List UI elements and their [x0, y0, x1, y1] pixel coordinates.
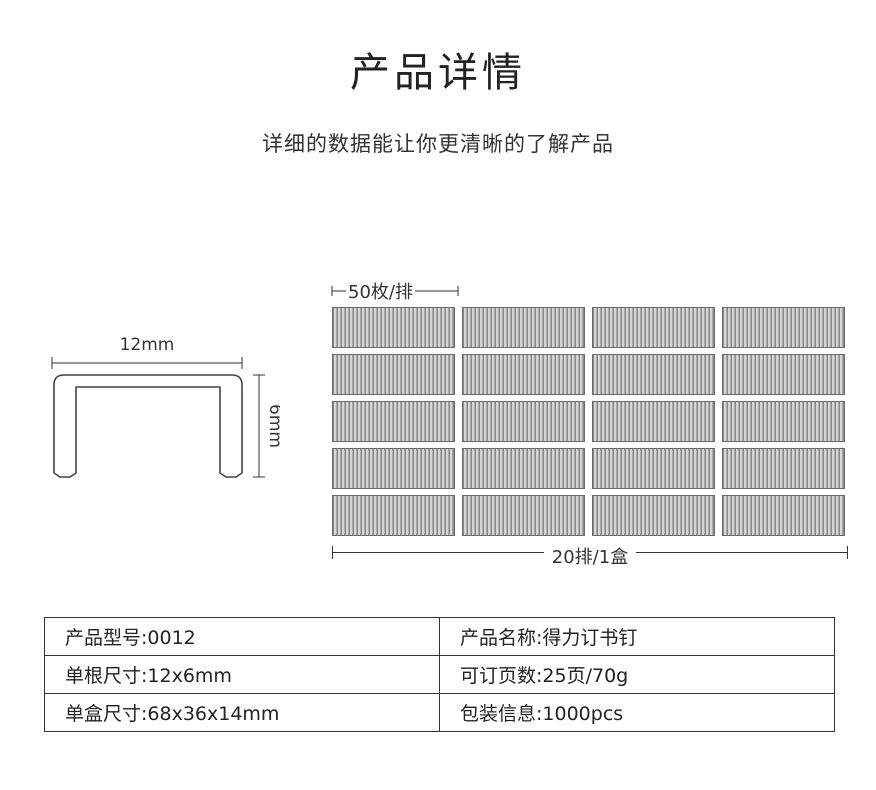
per-box-tick-left [332, 546, 333, 559]
spec-model: 产品型号:0012 [44, 617, 440, 656]
staple-strip [462, 448, 585, 489]
staple-diagram: 12mm 6mm [51, 335, 280, 478]
staple-outline [53, 374, 243, 478]
table-row: 产品型号:0012 产品名称:得力订书钉 [44, 617, 835, 656]
staple-width-dimension: 12mm [51, 335, 243, 369]
page-subtitle: 详细的数据能让你更清晰的了解产品 [262, 132, 614, 156]
spec-single-size: 单根尺寸:12x6mm [44, 655, 440, 694]
staple-strip [332, 354, 455, 395]
staple-strip [722, 495, 845, 536]
staple-strip [722, 354, 845, 395]
spec-binding-capacity: 可订页数:25页/70g [439, 655, 835, 694]
staple-strip [462, 354, 585, 395]
staple-strip [722, 448, 845, 489]
staple-strip [592, 354, 715, 395]
staple-strip [462, 307, 585, 348]
staple-strip [332, 495, 455, 536]
staple-strip [332, 307, 455, 348]
staple-strip [592, 307, 715, 348]
staple-strip [722, 307, 845, 348]
staple-strip-grid [332, 307, 845, 536]
per-row-dimension: 50枚/排 [330, 278, 460, 304]
per-box-dimension: 20排/1盒 [332, 543, 848, 573]
per-box-tick-right [847, 546, 848, 559]
table-row: 单盒尺寸:68x36x14mm 包装信息:1000pcs [44, 693, 835, 732]
staple-strip [592, 495, 715, 536]
page-title: 产品详情 [350, 50, 526, 96]
spec-package-info: 包装信息:1000pcs [439, 693, 835, 732]
staple-strip [592, 401, 715, 442]
staple-strip [462, 495, 585, 536]
staple-strip [592, 448, 715, 489]
staple-strip [332, 448, 455, 489]
spec-product-name: 产品名称:得力订书钉 [439, 617, 835, 656]
per-row-label: 50枚/排 [346, 278, 415, 304]
staple-height-label: 6mm [265, 404, 280, 448]
per-box-label: 20排/1盒 [543, 547, 637, 568]
staple-strip [332, 401, 455, 442]
table-row: 单根尺寸:12x6mm 可订页数:25页/70g [44, 655, 835, 694]
staple-height-dimension: 6mm [253, 374, 280, 478]
staple-width-label: 12mm [120, 335, 175, 355]
spec-box-size: 单盒尺寸:68x36x14mm [44, 693, 440, 732]
staple-strip [462, 401, 585, 442]
staple-strip [722, 401, 845, 442]
spec-table: 产品型号:0012 产品名称:得力订书钉 单根尺寸:12x6mm 可订页数:25… [44, 617, 835, 732]
